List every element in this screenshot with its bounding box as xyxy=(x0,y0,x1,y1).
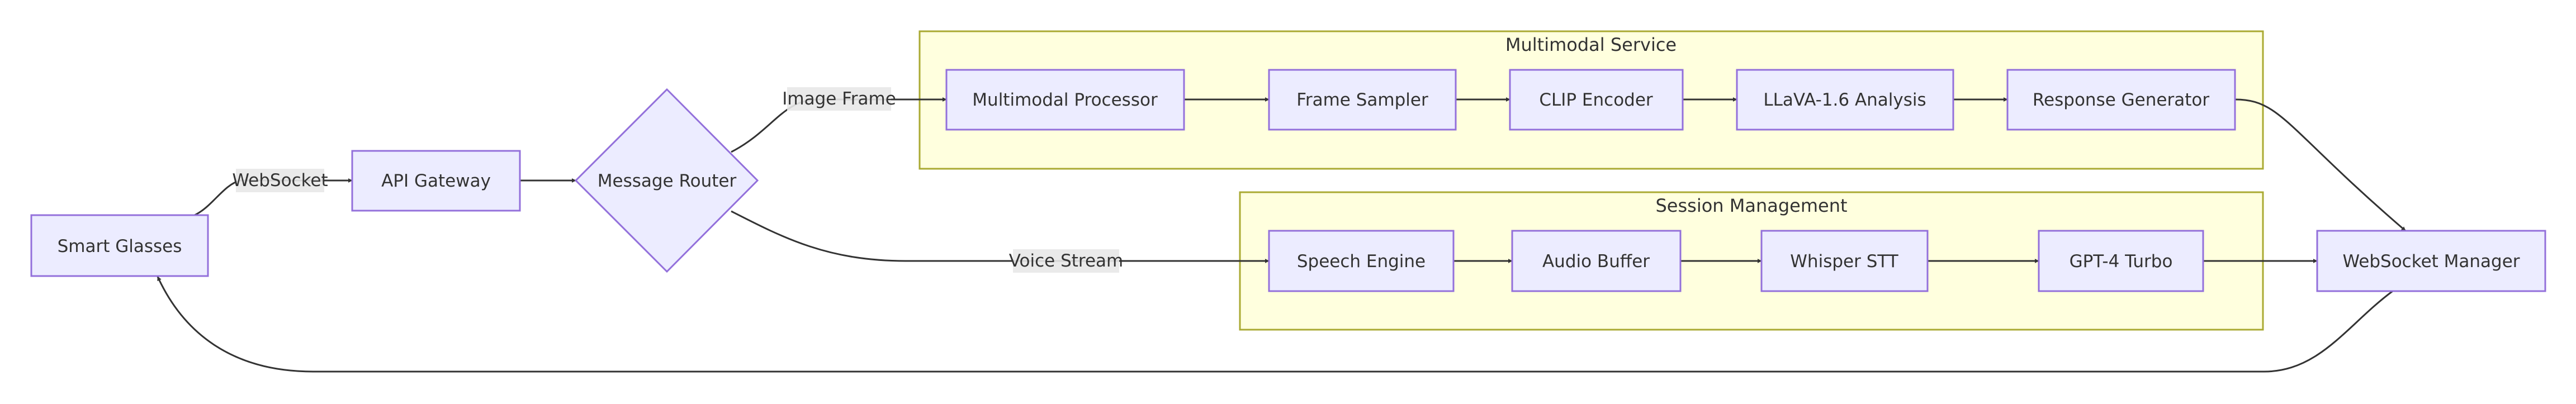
node-api-gateway[interactable]: API Gateway xyxy=(351,150,521,212)
edge-response-generator-to-websocket-manager xyxy=(2234,98,2406,232)
node-websocket-manager[interactable]: WebSocket Manager xyxy=(2316,230,2546,292)
node-response-generator-label: Response Generator xyxy=(2033,90,2209,110)
cluster-session-title: Session Management xyxy=(1655,195,1847,216)
node-audio-buffer-box xyxy=(1511,230,1682,292)
edge-label-websocket-bg xyxy=(236,169,324,192)
node-clip-encoder[interactable]: CLIP Encoder xyxy=(1509,69,1684,131)
edge-label-image-frame-text: Image Frame xyxy=(782,89,896,109)
node-audio-buffer-label: Audio Buffer xyxy=(1542,251,1650,272)
node-message-router-diamond xyxy=(574,88,759,273)
node-frame-sampler[interactable]: Frame Sampler xyxy=(1268,69,1457,131)
node-multimodal-processor-box xyxy=(945,69,1185,131)
node-message-router[interactable]: Message Router xyxy=(574,88,759,273)
node-whisper-stt-label: Whisper STT xyxy=(1790,251,1898,272)
node-message-router-label: Message Router xyxy=(598,171,737,191)
node-smart-glasses[interactable]: Smart Glasses xyxy=(30,214,209,277)
edge-label-image-frame: Image Frame xyxy=(782,87,896,111)
node-api-gateway-box xyxy=(351,150,521,212)
node-clip-encoder-label: CLIP Encoder xyxy=(1539,90,1653,110)
node-smart-glasses-label: Smart Glasses xyxy=(58,236,182,256)
edge-label-voice-stream-text: Voice Stream xyxy=(1009,251,1124,271)
edge-label-websocket: WebSocket xyxy=(232,169,328,192)
node-gpt4-turbo-label: GPT-4 Turbo xyxy=(2070,251,2173,272)
node-speech-engine-box xyxy=(1268,230,1455,292)
edge-label-voice-stream: Voice Stream xyxy=(1009,249,1124,273)
node-api-gateway-label: API Gateway xyxy=(381,171,491,191)
node-whisper-stt[interactable]: Whisper STT xyxy=(1760,230,1929,292)
node-llava-analysis-label: LLaVA-1.6 Analysis xyxy=(1763,90,1926,110)
node-speech-engine-label: Speech Engine xyxy=(1297,251,1426,272)
node-speech-engine[interactable]: Speech Engine xyxy=(1268,230,1455,292)
edge-label-image-frame-bg xyxy=(787,87,891,111)
edge-websocket-manager-to-smart-glasses xyxy=(157,276,2393,373)
edge-message-router-to-speech-engine xyxy=(731,210,1270,263)
node-gpt4-turbo[interactable]: GPT-4 Turbo xyxy=(2038,230,2204,292)
cluster-multimodal-title: Multimodal Service xyxy=(1505,34,1677,55)
node-llava-analysis-box xyxy=(1736,69,1954,131)
edge-label-voice-stream-bg xyxy=(1013,249,1119,273)
node-multimodal-processor[interactable]: Multimodal Processor xyxy=(945,69,1185,131)
node-frame-sampler-box xyxy=(1268,69,1457,131)
node-websocket-manager-box xyxy=(2316,230,2546,292)
edge-label-websocket-text: WebSocket xyxy=(232,170,328,191)
node-gpt4-turbo-box xyxy=(2038,230,2204,292)
node-multimodal-processor-label: Multimodal Processor xyxy=(972,90,1158,110)
node-smart-glasses-box xyxy=(30,214,209,277)
node-whisper-stt-box xyxy=(1760,230,1929,292)
node-llava-analysis[interactable]: LLaVA-1.6 Analysis xyxy=(1736,69,1954,131)
node-response-generator-box xyxy=(2006,69,2236,131)
node-audio-buffer[interactable]: Audio Buffer xyxy=(1511,230,1682,292)
node-clip-encoder-box xyxy=(1509,69,1684,131)
node-response-generator[interactable]: Response Generator xyxy=(2006,69,2236,131)
node-websocket-manager-label: WebSocket Manager xyxy=(2342,251,2520,272)
node-frame-sampler-label: Frame Sampler xyxy=(1296,90,1428,110)
